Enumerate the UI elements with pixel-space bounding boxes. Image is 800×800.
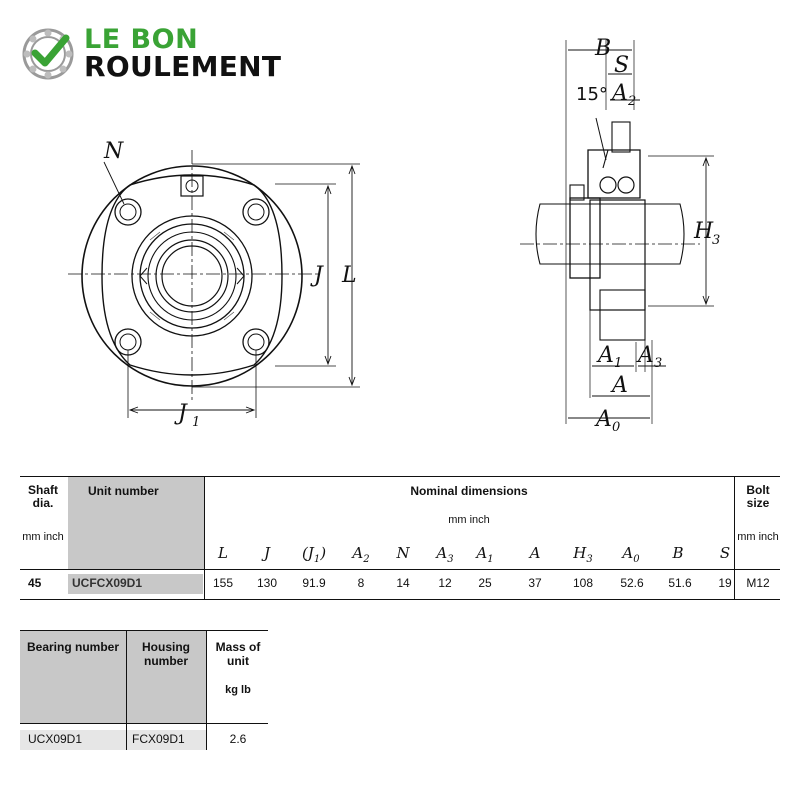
- value-bolt: M12: [746, 576, 770, 590]
- dim-label-a: A: [610, 373, 628, 398]
- col-l: L: [218, 544, 228, 562]
- mass-units: kg lb: [225, 684, 251, 696]
- dim-label-a3-sub: 3: [654, 356, 662, 371]
- mass-value: 2.6: [229, 732, 247, 746]
- col-n: N: [396, 544, 410, 562]
- dim-label-l: L: [341, 263, 357, 288]
- dim-label-b-top: B: [594, 36, 611, 61]
- dim-label-a3: A: [636, 343, 654, 368]
- dim-label-s: S: [614, 53, 629, 78]
- dim-label-a1-sub: 1: [614, 356, 622, 371]
- value-h3: 108: [572, 576, 594, 590]
- dim-label-h3-sub: 3: [712, 233, 720, 248]
- logo-line1: LE BON: [84, 24, 199, 55]
- dim-label-h3: H: [693, 219, 714, 244]
- dim-label-a2: A: [610, 81, 628, 106]
- col-a2: A2: [352, 544, 370, 565]
- col-a: A: [529, 544, 541, 562]
- col-a3: A3: [436, 544, 454, 565]
- value-n: 14: [396, 576, 410, 590]
- unit-number-value: UCFCX09D1: [72, 576, 143, 590]
- mass-header: Mass of unit: [215, 640, 261, 668]
- dimensions-table: Shaft dia. mm inch Unit number Nominal d…: [20, 476, 780, 600]
- value-a0: 52.6: [620, 576, 644, 590]
- bearing-check-icon: [22, 28, 74, 80]
- dim-label-j1-sub: 1: [192, 415, 200, 430]
- col-j1: (J1): [301, 544, 327, 565]
- housing-number-value: FCX09D1: [132, 732, 185, 746]
- dim-label-j: J: [310, 263, 324, 288]
- col-j: J: [263, 544, 270, 562]
- value-a: 37: [528, 576, 542, 590]
- col-a1: A1: [476, 544, 494, 565]
- shaft-header: Shaft dia.: [28, 483, 58, 510]
- value-b: 51.6: [668, 576, 692, 590]
- unit-number-header: Unit number: [88, 484, 159, 498]
- col-b: B: [672, 544, 684, 562]
- dimension-symbols: L J (J1) A2 N A3 A1 A H3 A0 B S: [208, 544, 734, 566]
- mass-table: Bearing number Housing number Mass of un…: [20, 630, 268, 750]
- value-s: 19: [718, 576, 732, 590]
- dim-label-a1: A: [596, 343, 614, 368]
- bearing-number-header: Bearing number: [26, 640, 119, 654]
- bolt-size-header: Bolt size: [746, 483, 770, 510]
- brand-logo: LE BON ROULEMENT: [22, 26, 322, 86]
- bolt-units: mm inch: [737, 531, 779, 543]
- nominal-dimensions-header: Nominal dimensions: [410, 484, 528, 498]
- value-l: 155: [212, 576, 234, 590]
- dim-label-a2-sub: 2: [627, 94, 636, 109]
- value-j: 130: [256, 576, 278, 590]
- col-h3: H3: [573, 544, 593, 565]
- dim-label-j1: J: [174, 401, 188, 426]
- col-a0: A0: [622, 544, 640, 565]
- value-a2: 8: [357, 576, 365, 590]
- dim-label-a0: A: [594, 407, 612, 432]
- value-a1: 25: [478, 576, 492, 590]
- shaft-units: mm inch: [22, 531, 64, 543]
- dim-label-angle: 15°: [576, 84, 608, 105]
- logo-line2: ROULEMENT: [84, 50, 282, 83]
- side-view: [520, 40, 714, 424]
- dim-label-a0-sub: 0: [612, 420, 620, 435]
- technical-drawing: N J L J 1: [68, 36, 720, 435]
- bearing-number-value: UCX09D1: [28, 732, 83, 746]
- housing-number-header: Housing number: [142, 640, 190, 668]
- table-row: 45 UCFCX09D1 155 130 91.9 8 14 12 25 37 …: [20, 576, 780, 596]
- col-s: S: [719, 544, 731, 562]
- dim-label-n: N: [103, 139, 124, 164]
- value-j1: 91.9: [302, 576, 326, 590]
- front-view: [68, 150, 360, 418]
- nominal-units: mm inch: [448, 514, 490, 526]
- value-a3: 12: [438, 576, 452, 590]
- shaft-value: 45: [28, 576, 42, 590]
- table-row: UCX09D1 FCX09D1 2.6: [20, 732, 268, 750]
